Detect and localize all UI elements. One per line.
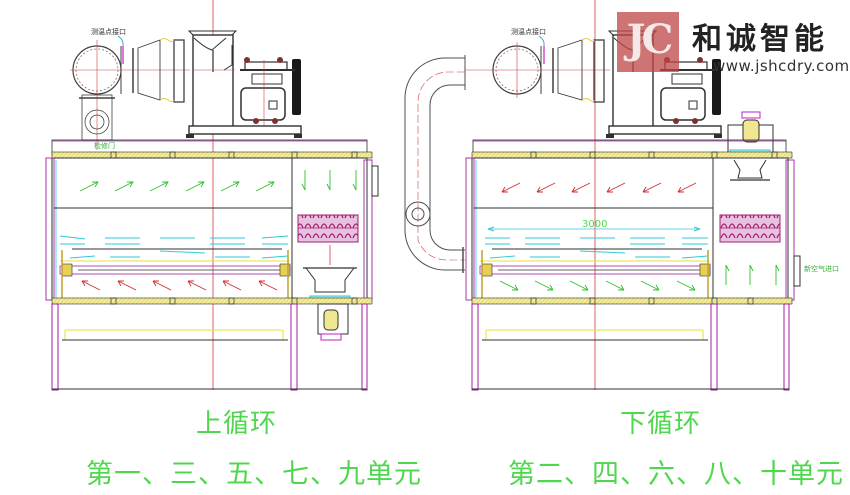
fan-base	[186, 125, 302, 138]
lower-circulation-units: 第二、四、六、八、十单元	[508, 459, 844, 490]
conveyor-roller	[59, 250, 291, 298]
upper-circulation-units: 第一、三、五、七、九单元	[86, 459, 422, 490]
drying-chamber	[51, 157, 293, 301]
airflow-arrows-top	[79, 170, 357, 192]
width-dimension	[487, 226, 701, 232]
fresh-air-port-label: 新空气进口	[804, 264, 839, 273]
support-frame	[51, 303, 368, 391]
conveyor-roller	[479, 250, 711, 298]
heating-coil	[297, 214, 359, 243]
brand-logo: JC 和诚智能 www.jshcdry.com	[612, 10, 850, 80]
brand-mark-icon: JC	[617, 12, 679, 72]
airflow-arrows-bottom	[499, 264, 780, 291]
fan-motor	[240, 57, 301, 130]
support-frame	[471, 303, 790, 391]
inlet-cone	[303, 267, 357, 303]
heating-coil	[719, 214, 781, 243]
airflow-arrows-top	[501, 182, 697, 193]
fan-motor	[660, 57, 721, 124]
transition-duct	[540, 38, 605, 103]
measure-port-label: 测温点接口	[91, 27, 126, 36]
fan-base	[606, 125, 722, 138]
brand-name: 和诚智能	[692, 22, 828, 57]
transition-duct	[120, 38, 185, 103]
brand-url: www.jshcdry.com	[713, 57, 850, 75]
auxiliary-fan	[727, 111, 774, 181]
bottom-beam	[471, 297, 793, 305]
lower-circulation-drawing: 测温点接口	[404, 0, 839, 391]
top-beam	[471, 151, 793, 159]
airflow-arrows-bottom	[81, 280, 278, 291]
measure-port-label: 测温点接口	[511, 27, 546, 36]
top-beam	[51, 151, 373, 159]
circulation-fan	[187, 30, 238, 128]
return-duct	[404, 55, 466, 273]
dimension-label: 3000	[582, 219, 607, 230]
access-port-label: 检修门	[94, 141, 115, 150]
upper-circulation-drawing: 测温点接口	[45, 0, 379, 391]
duct-flange	[465, 42, 610, 98]
bottom-beam	[51, 297, 373, 305]
duct-flange	[70, 40, 190, 150]
upper-circulation-title: 上循环	[196, 409, 278, 439]
product-layers	[485, 237, 709, 259]
product-layers	[59, 235, 289, 259]
lower-circulation-title: 下循环	[620, 409, 702, 439]
